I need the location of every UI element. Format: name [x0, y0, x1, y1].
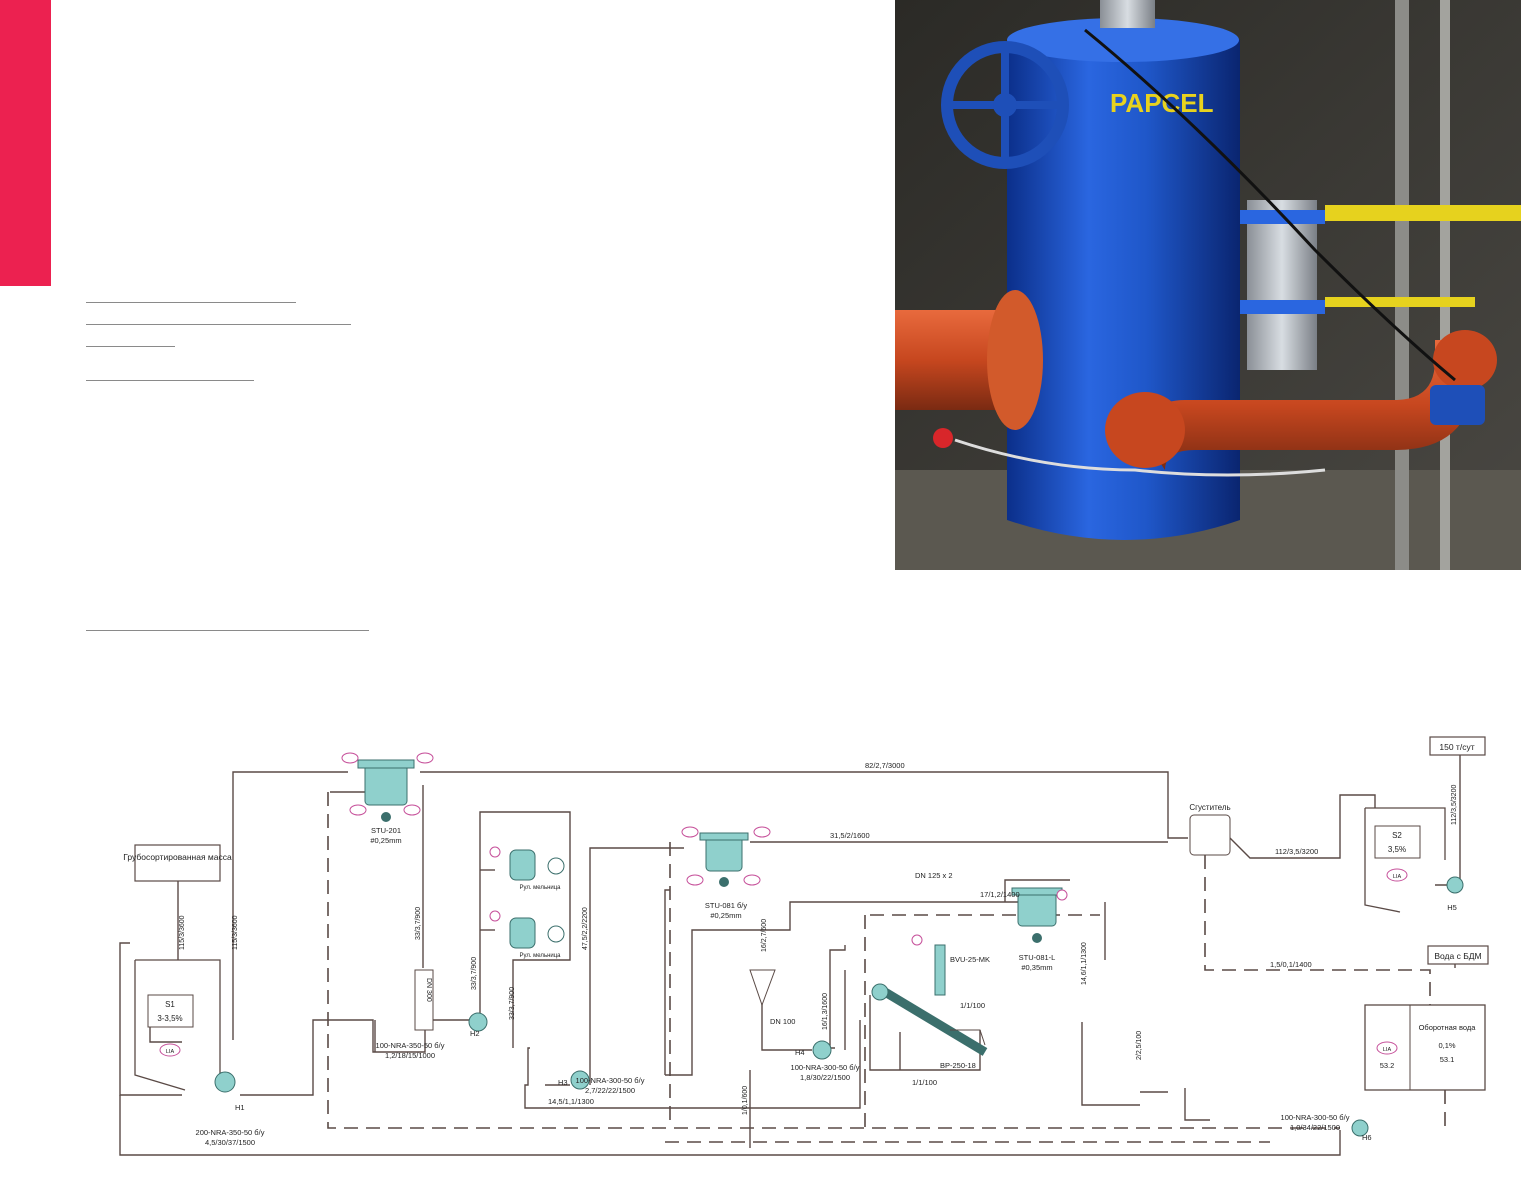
svg-text:BP-250-18: BP-250-18	[940, 1061, 976, 1070]
tank-water: Оборотная вода 0,1% 53.1 LIA 53.2	[1364, 1004, 1486, 1091]
svg-text:200-NRA-350-50 б/у: 200-NRA-350-50 б/у	[196, 1128, 265, 1137]
svg-text:53.1: 53.1	[1440, 1055, 1455, 1064]
svg-text:1/0,1/600: 1/0,1/600	[742, 1086, 749, 1115]
text-rule-3	[86, 346, 175, 347]
svg-text:100-NRA-300-50 б/у: 100-NRA-300-50 б/у	[576, 1076, 645, 1085]
svg-text:82/2,7/3000: 82/2,7/3000	[865, 761, 905, 770]
feed-box: Грубосортированная масса	[123, 844, 232, 882]
svg-text:112/3,5/3200: 112/3,5/3200	[1451, 785, 1458, 825]
svg-text:31,5/2/1600: 31,5/2/1600	[830, 831, 870, 840]
svg-text:53.2: 53.2	[1380, 1061, 1395, 1070]
svg-text:100-NRA-350-50 б/у: 100-NRA-350-50 б/у	[376, 1041, 445, 1050]
text-rule-4	[86, 380, 254, 381]
svg-text:DN 125 x 2: DN 125 x 2	[915, 871, 953, 880]
equipment-photo: PAPCEL	[895, 0, 1521, 570]
screen-stu-081: STU-081 б/у #0,25mm	[699, 832, 749, 920]
pipelines	[119, 750, 1461, 1156]
svg-text:BVU-25-MK: BVU-25-MK	[950, 955, 990, 964]
svg-text:Рул. мельница: Рул. мельница	[519, 953, 561, 959]
text-rule-5	[86, 630, 369, 631]
svg-text:14,5/1,1/1300: 14,5/1,1/1300	[548, 1097, 594, 1106]
svg-text:3-3,5%: 3-3,5%	[157, 1014, 182, 1023]
svg-text:H1: H1	[235, 1103, 245, 1112]
svg-text:STU-081-L: STU-081-L	[1019, 953, 1056, 962]
cyclone: DN 100	[749, 969, 795, 1026]
water-box: Вода с БДМ	[1427, 945, 1489, 965]
svg-text:115/3/3600: 115/3/3600	[232, 915, 239, 950]
svg-text:Оборотная вода: Оборотная вода	[1419, 1023, 1477, 1032]
svg-text:4,5/30/37/1500: 4,5/30/37/1500	[205, 1138, 255, 1147]
svg-text:1,2/18/15/1000: 1,2/18/15/1000	[385, 1051, 435, 1060]
tank-s2: S2 3,5% LIA	[1364, 807, 1446, 913]
svg-text:H4: H4	[795, 1048, 805, 1057]
svg-text:1/1/100: 1/1/100	[912, 1078, 937, 1087]
svg-text:S2: S2	[1392, 831, 1402, 840]
svg-text:#0,25mm: #0,25mm	[710, 911, 741, 920]
svg-text:H3: H3	[558, 1078, 568, 1087]
svg-text:STU-081 б/у: STU-081 б/у	[705, 901, 747, 910]
svg-text:H6: H6	[1362, 1133, 1372, 1142]
svg-text:2/2,5/100: 2/2,5/100	[1136, 1031, 1143, 1060]
svg-text:1,8/30/22/1500: 1,8/30/22/1500	[800, 1073, 850, 1082]
flow-labels: 82/2,7/3000 31,5/2/1600 112/3,5/3200 1,5…	[179, 761, 1458, 1115]
svg-text:Рул. мельница: Рул. мельница	[519, 885, 561, 891]
screen-stu-081-l: STU-081-L #0,35mm	[1011, 887, 1063, 972]
pumps	[214, 876, 1464, 1137]
svg-text:STU-201: STU-201	[371, 826, 401, 835]
svg-text:33/3,7/900: 33/3,7/900	[471, 957, 478, 990]
svg-text:DN 300: DN 300	[425, 978, 432, 1002]
svg-text:16/2,7/600: 16/2,7/600	[761, 919, 768, 952]
svg-text:33/3,7/900: 33/3,7/900	[509, 987, 516, 1020]
text-rule-1	[86, 302, 296, 303]
refiners: Рул. мельница Рул. мельница	[509, 849, 565, 959]
process-flow-diagram: Грубосортированная масса 150 т/сут Вода …	[119, 736, 1489, 1156]
svg-text:LIA: LIA	[1393, 874, 1402, 880]
svg-text:Вода с БДМ: Вода с БДМ	[1434, 951, 1481, 961]
dn300-vessel: DN 300	[414, 969, 434, 1031]
brand-label: PAPCEL	[1110, 88, 1214, 118]
svg-text:Сгуститель: Сгуститель	[1189, 803, 1230, 812]
svg-text:115/3/3600: 115/3/3600	[179, 915, 186, 950]
svg-text:1,0/34/22/1500: 1,0/34/22/1500	[1290, 1123, 1340, 1132]
instruments	[341, 752, 1068, 946]
screw-press: BP-250-18	[871, 983, 988, 1070]
pump-labels: H1 200-NRA-350-50 б/у 4,5/30/37/1500 H2 …	[196, 903, 1457, 1147]
svg-text:LIA: LIA	[166, 1049, 175, 1055]
svg-text:Грубосортированная масса: Грубосортированная масса	[123, 852, 232, 862]
tank-s1: S1 3-3,5% LIA	[134, 959, 221, 1091]
svg-text:H5: H5	[1447, 903, 1457, 912]
svg-text:#0,35mm: #0,35mm	[1021, 963, 1052, 972]
svg-text:47,5/2,2/2200: 47,5/2,2/2200	[582, 907, 589, 950]
svg-text:3,5%: 3,5%	[1388, 845, 1406, 854]
svg-text:150 т/сут: 150 т/сут	[1439, 742, 1474, 752]
product-box: 150 т/сут	[1429, 736, 1486, 756]
svg-text:33/3,7/900: 33/3,7/900	[415, 907, 422, 940]
svg-text:LIA: LIA	[1383, 1047, 1392, 1053]
svg-text:2,7/22/22/1500: 2,7/22/22/1500	[585, 1086, 635, 1095]
svg-text:1,5/0,1/1400: 1,5/0,1/1400	[1270, 960, 1312, 969]
screen-stu-201: STU-201 #0,25mm	[357, 759, 415, 845]
svg-text:H2: H2	[470, 1029, 480, 1038]
dashed-lines	[327, 792, 1446, 1143]
text-rule-2	[86, 324, 351, 325]
accent-bar	[0, 0, 51, 286]
svg-text:100-NRA-300-50 б/у: 100-NRA-300-50 б/у	[1281, 1113, 1350, 1122]
svg-text:14,6/1,1/1300: 14,6/1,1/1300	[1081, 942, 1088, 985]
svg-text:S1: S1	[165, 1000, 175, 1009]
svg-text:16/1,3/1600: 16/1,3/1600	[822, 993, 829, 1030]
svg-text:17/1,2/1400: 17/1,2/1400	[980, 890, 1020, 899]
svg-text:112/3,5/3200: 112/3,5/3200	[1275, 847, 1318, 856]
svg-text:100-NRA-300-50 б/у: 100-NRA-300-50 б/у	[791, 1063, 860, 1072]
screen-bvu: BVU-25-MK	[934, 944, 990, 996]
svg-text:#0,25mm: #0,25mm	[370, 836, 401, 845]
thickener: Сгуститель	[1189, 803, 1231, 856]
svg-text:0,1%: 0,1%	[1438, 1041, 1455, 1050]
svg-text:1/1/100: 1/1/100	[960, 1001, 985, 1010]
svg-text:DN 100: DN 100	[770, 1017, 795, 1026]
